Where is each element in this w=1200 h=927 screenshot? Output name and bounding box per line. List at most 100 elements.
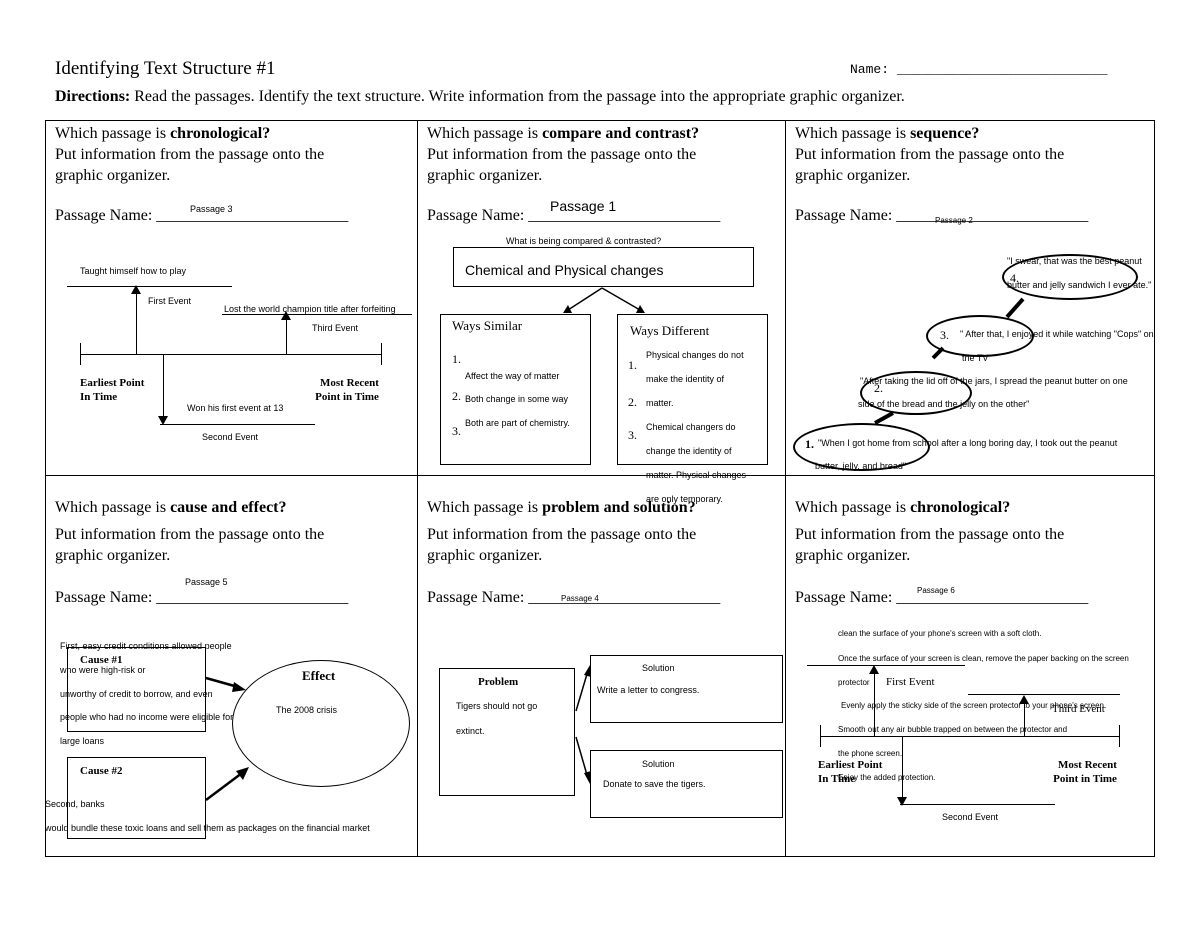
solution-1-title: Solution xyxy=(642,663,675,673)
similar-item-1[interactable]: Affect the way of matter xyxy=(465,371,560,381)
ways-similar-box xyxy=(440,314,591,465)
similar-num-3: 3. xyxy=(452,424,461,438)
sequence-step-2-oval xyxy=(860,371,972,415)
sequence-step-3-oval xyxy=(926,315,1034,357)
similar-num-2: 2. xyxy=(452,389,461,403)
different-num-1: 1. xyxy=(628,358,637,372)
different-item-3b[interactable]: change the identity of xyxy=(646,446,732,456)
earliest-line-2: In Time xyxy=(80,391,118,403)
name-field[interactable]: ___________________________ xyxy=(896,62,1108,77)
cause-2-line-1[interactable]: Second, banks xyxy=(45,799,105,809)
step-line-5[interactable]: Smooth out any air bubble trapped on bet… xyxy=(838,725,1068,734)
effect-text[interactable]: The 2008 crisis xyxy=(276,705,338,715)
question-structure: cause and effect? xyxy=(170,499,287,516)
directions-text: Read the passages. Identify the text str… xyxy=(130,88,905,105)
step-2-text-b[interactable]: side of the bread and the jelly on the o… xyxy=(858,399,1030,409)
step-line-4[interactable]: Evenly apply the sticky side of the scre… xyxy=(841,701,1107,710)
different-item-1b[interactable]: make the identity of xyxy=(646,374,725,384)
problem-title: Problem xyxy=(478,676,519,688)
passage-name-answer[interactable]: Passage 3 xyxy=(190,204,233,214)
compared-answer[interactable]: Chemical and Physical changes xyxy=(465,262,664,278)
different-item-3a[interactable]: Chemical changers do xyxy=(646,422,736,432)
step-1-number: 1. xyxy=(805,437,814,451)
cause-1-line-2[interactable]: who were high-risk or xyxy=(60,665,146,675)
step-line-1[interactable]: clean the surface of your phone's screen… xyxy=(838,629,1042,638)
event-3-label: Third Event xyxy=(1052,703,1105,715)
step-4-text-b[interactable]: butter and jelly sandwich I ever ate." xyxy=(1007,280,1152,290)
recent-line-1: Most Recent xyxy=(320,377,379,389)
step-2-text-a[interactable]: "After taking the lid off of the jars, I… xyxy=(860,376,1128,386)
similar-num-1: 1. xyxy=(452,352,461,366)
earliest-line-1: Earliest Point xyxy=(80,377,145,389)
timeline-tick-right xyxy=(1119,725,1120,747)
earliest-line-2: In Time xyxy=(818,773,856,785)
different-num-3: 3. xyxy=(628,428,637,442)
step-3-text-a[interactable]: " After that, I enjoyed it while watchin… xyxy=(960,329,1154,339)
name-label-text: Name: xyxy=(850,62,890,77)
question-prefix: Which passage is xyxy=(55,125,171,142)
step-4-text-a[interactable]: "I swear, that was the best peanut xyxy=(1007,256,1142,266)
event-2-line xyxy=(900,804,1055,805)
event-3-line xyxy=(222,314,412,315)
different-item-1c[interactable]: matter. xyxy=(646,398,674,408)
passage-name-label: Passage Name: ________________________ xyxy=(55,589,349,606)
event-3-text: Lost the world champion title after forf… xyxy=(224,304,396,314)
passage-name-answer[interactable]: Passage 6 xyxy=(917,586,955,595)
question-structure: sequence? xyxy=(910,125,980,142)
step-1-text-a[interactable]: "When I got home from school after a lon… xyxy=(818,438,1118,448)
cause-1-line-3[interactable]: unworthy of credit to borrow, and even xyxy=(60,689,213,699)
put-info-line-1: Put information from the passage onto th… xyxy=(55,146,325,163)
event-1-arrow xyxy=(874,668,875,736)
different-item-3c[interactable]: matter. Physical changes xyxy=(646,470,747,480)
question-prefix: Which passage is xyxy=(427,125,543,142)
question-prefix: Which passage is xyxy=(55,499,171,516)
event-3-label: Third Event xyxy=(312,323,359,333)
put-info-line-2: graphic organizer. xyxy=(427,167,543,184)
step-line-2[interactable]: Once the surface of your screen is clean… xyxy=(838,654,1129,663)
recent-line-2: Point in Time xyxy=(315,391,379,403)
earliest-line-1: Earliest Point xyxy=(818,759,883,771)
solution-1-text[interactable]: Write a letter to congress. xyxy=(597,685,700,695)
cause-1-line-1[interactable]: First, easy credit conditions allowed pe… xyxy=(60,641,232,651)
problem-line-2[interactable]: extinct. xyxy=(456,726,485,736)
step-line-6[interactable]: the phone screen. xyxy=(838,749,903,758)
effect-oval xyxy=(232,660,410,787)
cause-1-line-5[interactable]: large loans xyxy=(60,736,105,746)
timeline-axis xyxy=(820,736,1120,737)
step-line-7[interactable]: Enjoy the added protection. xyxy=(838,773,936,782)
recent-line-1: Most Recent xyxy=(1058,759,1117,771)
grid-divider-v2 xyxy=(785,120,786,857)
question-structure: compare and contrast? xyxy=(542,125,700,142)
passage-name-answer[interactable]: Passage 2 xyxy=(935,216,973,225)
step-1-text-b[interactable]: butter, jelly, and bread" xyxy=(815,461,907,471)
compared-label: What is being compared & contrasted? xyxy=(506,236,662,246)
step-3-text-b[interactable]: the TV" xyxy=(962,353,992,363)
grid-divider-h xyxy=(45,475,1155,476)
similar-item-3[interactable]: Both are part of chemistry. xyxy=(465,418,570,428)
passage-name-label: Passage Name: ________________________ xyxy=(55,207,349,224)
event-1-line xyxy=(67,286,232,287)
event-2-arrow xyxy=(163,354,164,420)
cause-2-line-2[interactable]: would bundle these toxic loans and sell … xyxy=(45,823,370,833)
solution-2-text[interactable]: Donate to save the tigers. xyxy=(603,779,706,789)
passage-name-answer[interactable]: Passage 5 xyxy=(185,577,228,587)
timeline-tick-left xyxy=(80,343,81,365)
different-item-3d[interactable]: are only temporary. xyxy=(646,494,723,504)
step-line-3[interactable]: protector xyxy=(838,678,870,687)
passage-name-answer[interactable]: Passage 1 xyxy=(550,198,617,214)
cell-question: Which passage is chronological? xyxy=(795,498,1010,518)
cell-question: Which passage is compare and contrast? xyxy=(427,124,699,144)
passage-name-answer[interactable]: Passage 4 xyxy=(561,594,599,603)
problem-line-1[interactable]: Tigers should not go xyxy=(456,701,538,711)
name-label: Name: ___________________________ xyxy=(850,62,1107,77)
similar-item-2[interactable]: Both change in some way xyxy=(465,394,569,404)
sequence-step-1-oval xyxy=(793,423,930,471)
different-item-1a[interactable]: Physical changes do not xyxy=(646,350,744,360)
page-title: Identifying Text Structure #1 xyxy=(55,58,276,79)
cause-1-box xyxy=(67,647,206,732)
cause-1-line-4[interactable]: people who had no income were eligible f… xyxy=(60,712,234,722)
